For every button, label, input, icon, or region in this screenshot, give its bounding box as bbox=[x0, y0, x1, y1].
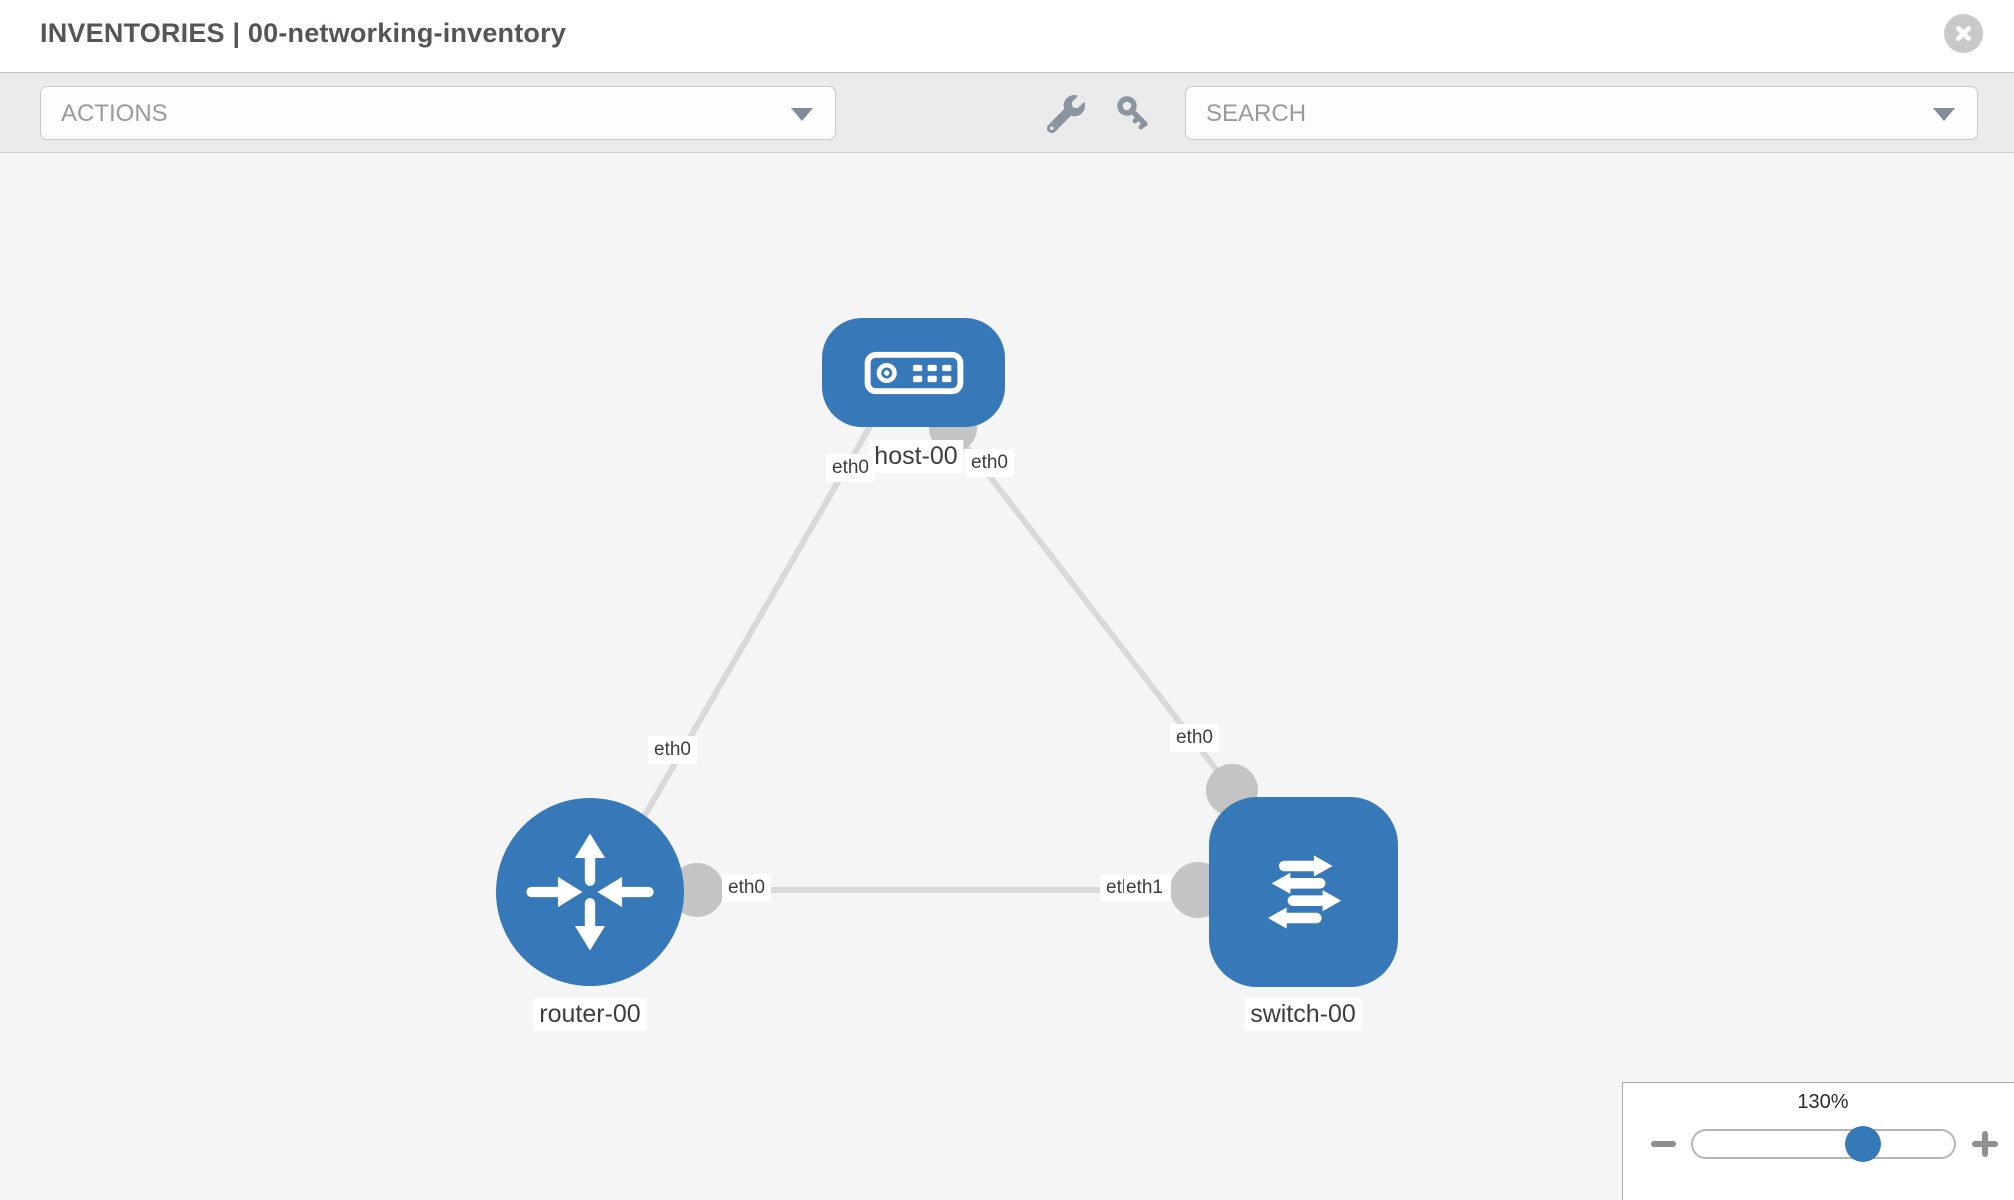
node-host-00[interactable] bbox=[822, 318, 1005, 427]
chevron-down-icon bbox=[1933, 108, 1955, 121]
zoom-out-button[interactable] bbox=[1651, 1141, 1676, 1147]
node-switch-00[interactable] bbox=[1209, 797, 1398, 987]
node-router-00[interactable] bbox=[496, 798, 684, 986]
tools-button[interactable] bbox=[1044, 92, 1088, 136]
close-icon bbox=[1953, 23, 1974, 44]
host-icon bbox=[864, 351, 964, 395]
actions-dropdown-label: ACTIONS bbox=[61, 100, 168, 127]
window-header: INVENTORIES | 00-networking-inventory bbox=[0, 0, 2014, 72]
node-label-host: host-00 bbox=[868, 440, 964, 473]
wrench-icon bbox=[1047, 95, 1085, 133]
topology-canvas[interactable]: host-00 router-00 switch-00 eth0 eth0 et… bbox=[0, 153, 2014, 1200]
key-icon bbox=[1114, 94, 1154, 134]
page-title: INVENTORIES | 00-networking-inventory bbox=[40, 18, 567, 48]
iface-label-host-right: eth0 bbox=[965, 449, 1014, 477]
key-button[interactable] bbox=[1112, 92, 1156, 136]
zoom-in-button[interactable] bbox=[1972, 1131, 1998, 1157]
zoom-panel: 130% bbox=[1622, 1082, 2014, 1200]
link-host-router[interactable] bbox=[597, 421, 875, 895]
iface-label-switch-left-eth1: eth1 bbox=[1124, 874, 1171, 902]
iface-label-router-top: eth0 bbox=[648, 736, 697, 764]
iface-label-router-right: eth0 bbox=[722, 874, 771, 902]
chevron-down-icon bbox=[791, 108, 813, 121]
iface-label-host-left: eth0 bbox=[826, 454, 875, 482]
node-label-router: router-00 bbox=[533, 998, 647, 1031]
port-router-right bbox=[670, 863, 724, 917]
search-dropdown-label: SEARCH bbox=[1206, 100, 1307, 127]
iface-label-switch-left-group: eth0 eth1 bbox=[1100, 874, 1171, 902]
search-dropdown[interactable]: SEARCH bbox=[1185, 86, 1978, 140]
actions-dropdown[interactable]: ACTIONS bbox=[40, 86, 836, 140]
node-label-switch: switch-00 bbox=[1244, 998, 1362, 1031]
zoom-slider-track[interactable] bbox=[1691, 1129, 1956, 1159]
router-icon bbox=[524, 826, 656, 958]
iface-label-switch-top: eth0 bbox=[1170, 724, 1219, 752]
links-layer bbox=[597, 404, 1258, 918]
close-button[interactable] bbox=[1944, 14, 1983, 53]
zoom-level-label: 130% bbox=[1797, 1091, 1849, 1113]
toolbar: ACTIONS SEARCH bbox=[0, 72, 2014, 153]
zoom-slider-thumb[interactable] bbox=[1845, 1126, 1881, 1162]
switch-icon bbox=[1242, 830, 1366, 954]
